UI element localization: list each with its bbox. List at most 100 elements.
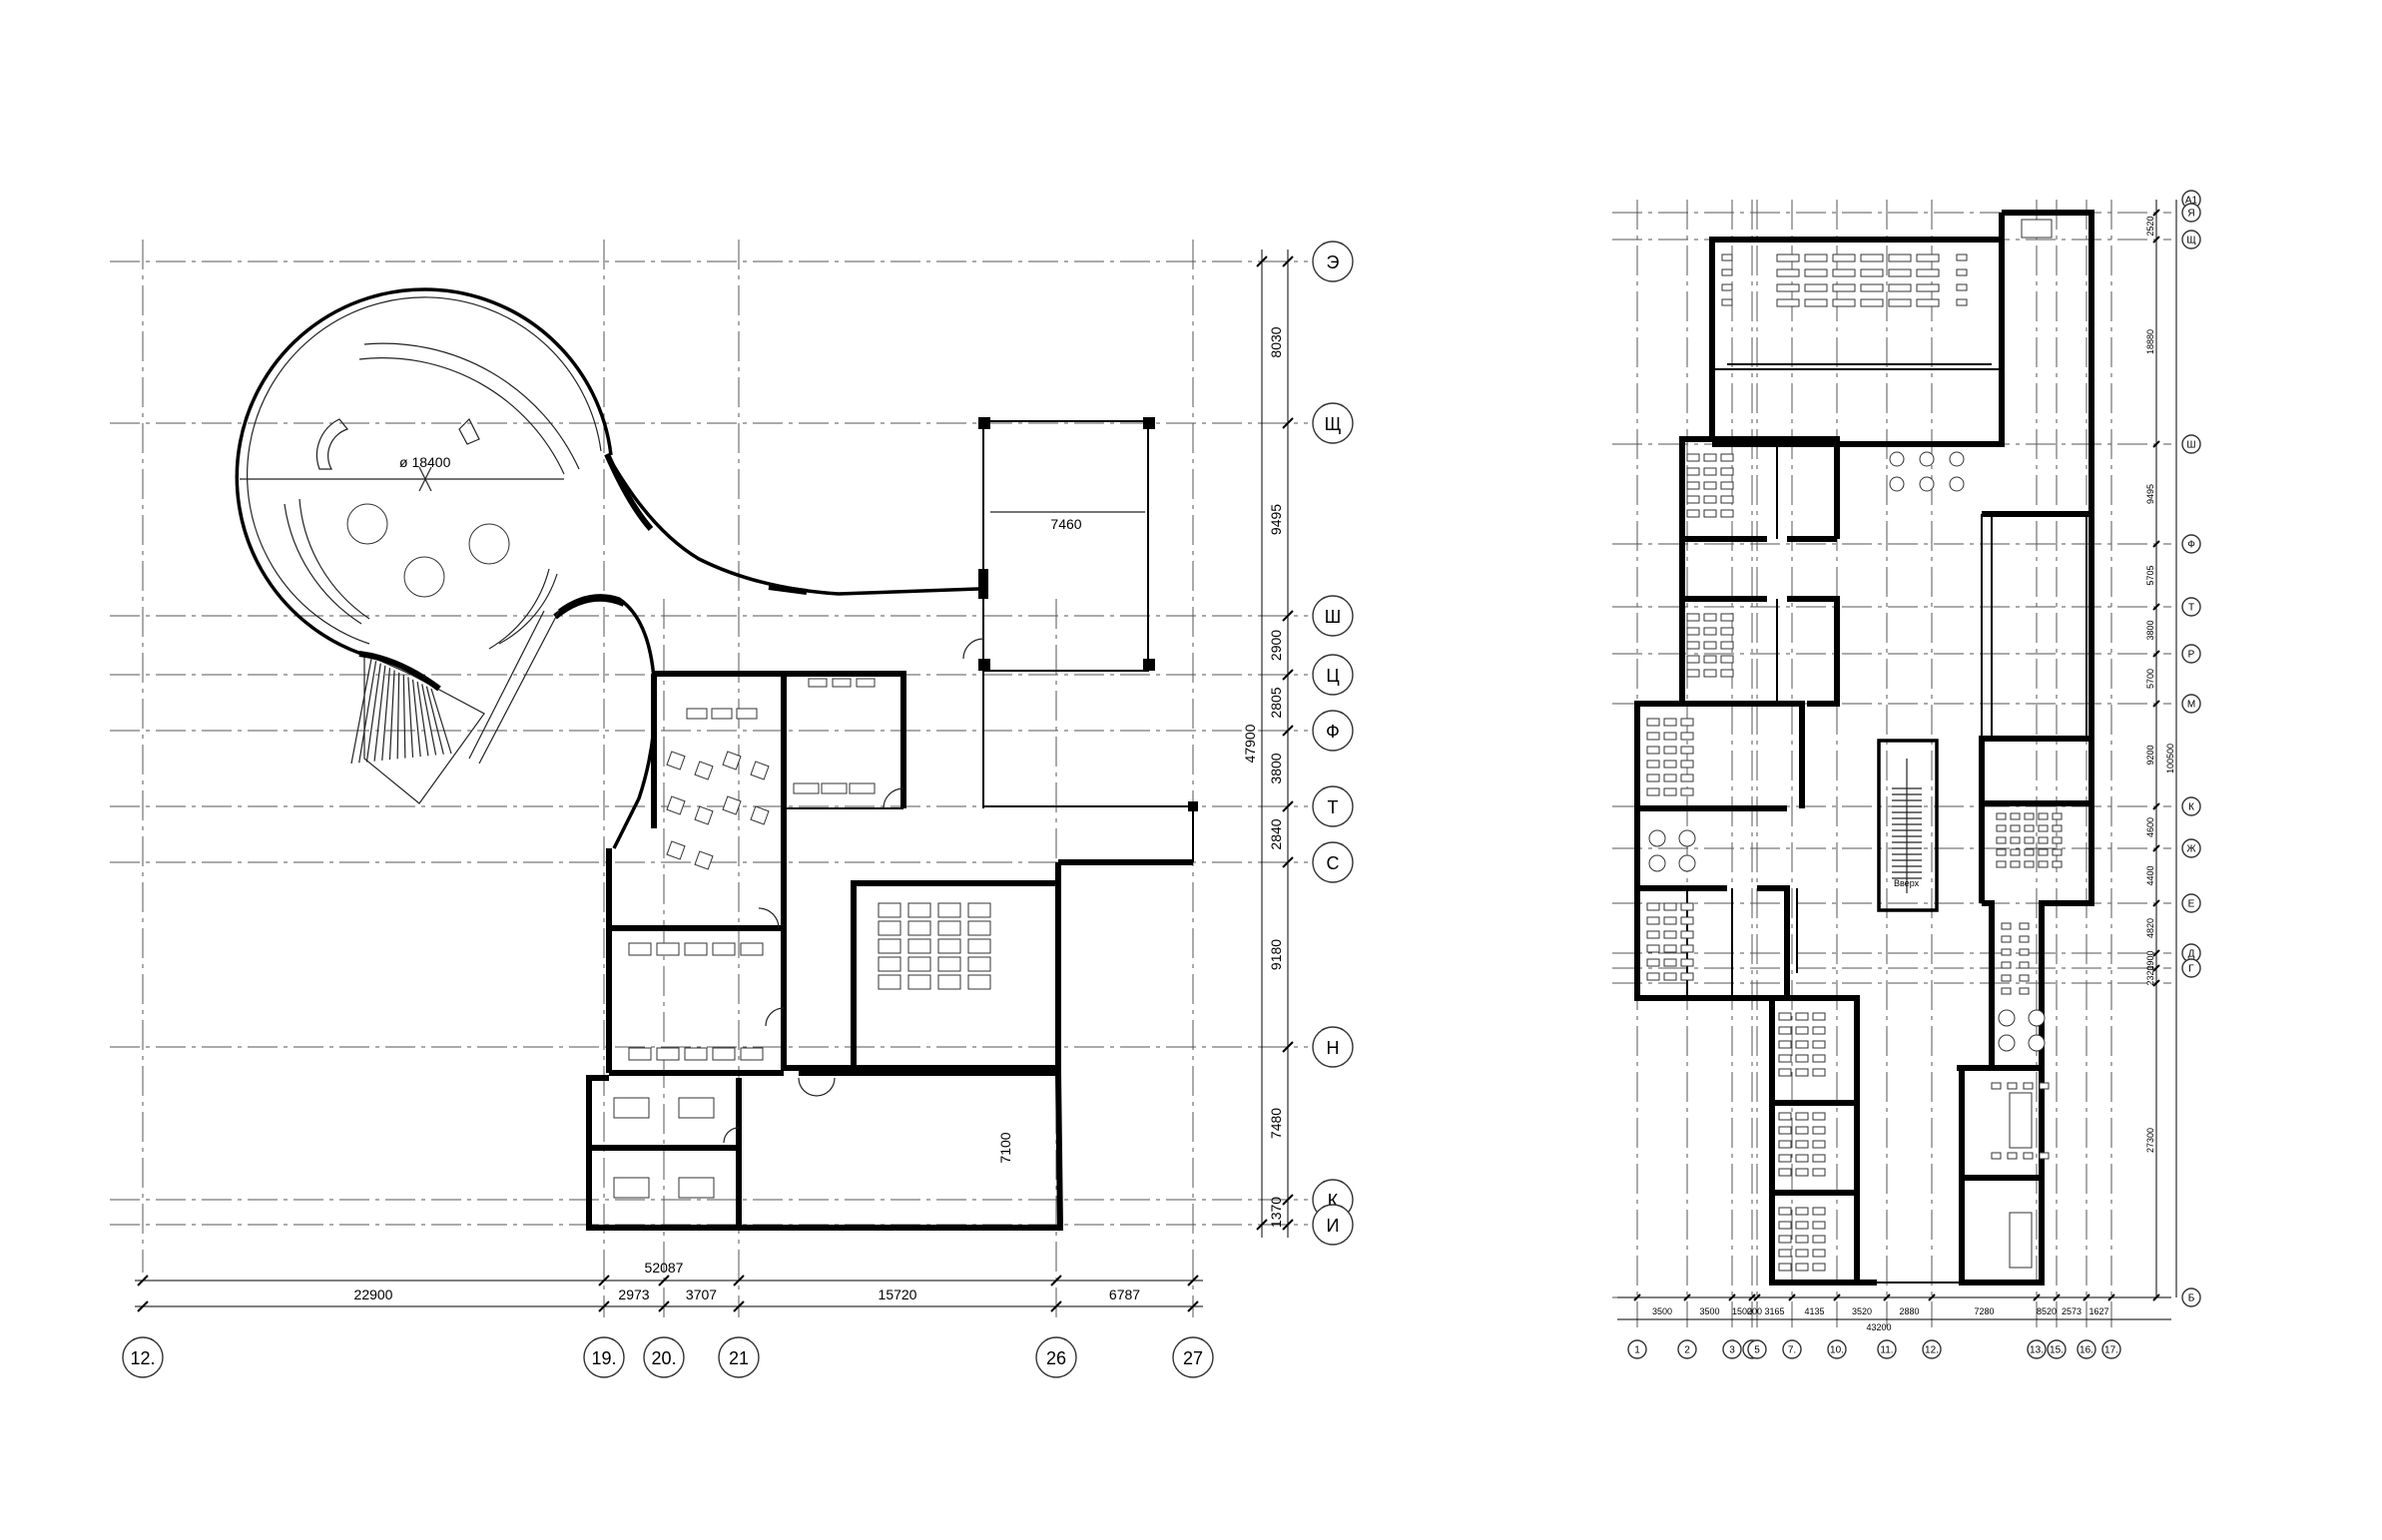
dim-right-label: 9495 (2145, 484, 2155, 504)
dim-right-label: 3800 (2145, 620, 2155, 640)
axis-bubble-label: К (2188, 802, 2194, 813)
plan-b-large-hall (1991, 513, 2087, 740)
axis-bubble (2181, 434, 2201, 454)
main-block (586, 671, 1193, 1231)
axis-bubble (2181, 893, 2201, 913)
hall-diameter-dim: ø 18400 (399, 454, 451, 470)
axis-bubble-label: 19. (591, 1348, 616, 1368)
axis-bubble-label: Ф (1326, 722, 1340, 742)
axis-bubble-label: Н (1327, 1038, 1340, 1058)
dim-bottom-label: 4135 (1804, 1306, 1824, 1316)
axis-bubble-label: 12. (1925, 1345, 1939, 1356)
dim-bottom-label: 15720 (879, 1286, 917, 1302)
axis-bubble (2181, 694, 2201, 714)
dim-bottom-label: 3520 (1852, 1306, 1872, 1316)
axis-bubble (1035, 1336, 1077, 1378)
axis-bubble-label: Р (2188, 650, 2195, 661)
axis-bubble-label: 3 (1729, 1345, 1735, 1356)
axis-bubble (2077, 1339, 2096, 1359)
dim-bottom-label: 22900 (354, 1286, 393, 1302)
axis-bubble-label: 11. (1880, 1345, 1893, 1356)
axis-bubble (1312, 710, 1354, 752)
axis-bubble-label: Т (2188, 603, 2194, 614)
axis-bubble (1312, 841, 1354, 883)
axis-bubble (1877, 1339, 1897, 1359)
axis-bubble-label: Э (1327, 253, 1340, 272)
axis-bubble-label: С (1327, 853, 1340, 873)
axis-bubble (122, 1336, 164, 1378)
dim-right-label: 9200 (2145, 745, 2155, 765)
axis-bubble-label: А1 (2185, 196, 2198, 207)
dim-bottom-label: 3165 (1764, 1306, 1784, 1316)
dim-bottom-label: 2880 (1899, 1306, 1919, 1316)
entrance-stair (350, 651, 485, 804)
dim-right-label: 2520 (2145, 216, 2155, 236)
axis-bubble-label: 26 (1046, 1348, 1066, 1368)
plan-a-horizontal-axes (110, 260, 1308, 1226)
dim-bottom-label: 8520 (2037, 1306, 2057, 1316)
axis-bubble-label: Щ (2186, 236, 2195, 247)
dim-bottom-label: 1500 (1732, 1306, 1752, 1316)
axis-bubble (1782, 1339, 1802, 1359)
axis-bubble (1747, 1339, 1767, 1359)
axis-bubble (1312, 595, 1354, 637)
plan-b-total-width: 43200 (1866, 1322, 1891, 1332)
axis-bubble (2181, 796, 2201, 816)
axis-bubble (1312, 1026, 1354, 1068)
dim-right-label: 2840 (1268, 818, 1284, 849)
axis-bubble-label: К (1328, 1191, 1339, 1211)
room-furniture (613, 678, 991, 1199)
plan-b-horizontal-axes (1612, 212, 2171, 1298)
dim-bottom-label: 7280 (1974, 1306, 1994, 1316)
axis-bubble (2047, 1339, 2067, 1359)
plan-b-walls (1634, 210, 2094, 1285)
dim-bottom-label: 2973 (618, 1286, 649, 1302)
dim-right-label: 27300 (2145, 1128, 2155, 1153)
axis-bubble-label: 1 (1634, 1345, 1640, 1356)
axis-bubble-label: 15. (2050, 1345, 2064, 1356)
axis-bubble-label: 16. (2080, 1345, 2093, 1356)
axis-bubble-label: 21 (729, 1348, 749, 1368)
dim-right-label: 2900 (1268, 630, 1284, 661)
axis-bubble-label: Щ (1325, 414, 1342, 434)
plan-a-dimensions-right: 47900 8030949529002805380028409180748013… (1242, 241, 1354, 1246)
stair-core: Вверх (1877, 739, 1939, 912)
axis-bubble-label: 2 (1684, 1345, 1690, 1356)
axis-bubble-label: Ш (1325, 607, 1342, 627)
axis-bubble (1312, 785, 1354, 827)
axis-bubble (2181, 838, 2201, 858)
dim-right-label: 9180 (1268, 939, 1284, 970)
round-hall (235, 287, 613, 656)
dim-bottom-label: 3500 (1652, 1306, 1672, 1316)
dim-right-label: 18880 (2145, 329, 2155, 354)
dim-right-label: 8030 (1268, 326, 1284, 357)
axis-bubble (2181, 1287, 2201, 1307)
dim-bottom-label: 6787 (1109, 1286, 1140, 1302)
axis-bubble-label: 13. (2030, 1345, 2044, 1356)
dim-right-label: 3800 (1268, 753, 1284, 783)
plan-b-total-height: 100500 (2165, 744, 2175, 773)
axis-bubble-label: М (2187, 700, 2195, 711)
axis-bubble-label: Ж (2186, 844, 2196, 855)
axis-bubble-label: 12. (130, 1348, 155, 1368)
room-7460 (962, 417, 1198, 862)
dim-bottom-label: 200 (1747, 1306, 1762, 1316)
axis-bubble-label: 27 (1183, 1348, 1203, 1368)
axis-bubble-label: 20. (651, 1348, 676, 1368)
axis-bubble-label: 17. (2104, 1345, 2118, 1356)
axis-bubble (2027, 1339, 2047, 1359)
axis-bubble-label: Ф (2187, 540, 2195, 551)
dim-bottom-label: 2573 (2062, 1306, 2082, 1316)
axis-bubble-label: Ц (1326, 666, 1339, 686)
axis-bubble (2101, 1339, 2121, 1359)
axis-bubble (2181, 203, 2201, 223)
axis-bubble (2181, 597, 2201, 617)
axis-bubble (643, 1336, 685, 1378)
plan-a-vertical-axes (142, 240, 1194, 1317)
axis-bubble-label: Ш (2186, 440, 2195, 451)
axis-bubble-label: 7. (1788, 1345, 1796, 1356)
dim-right-label: 9495 (1268, 504, 1284, 535)
plan-b-dimensions-right: 2520188809495570538005700920046004400482… (2145, 190, 2201, 1307)
